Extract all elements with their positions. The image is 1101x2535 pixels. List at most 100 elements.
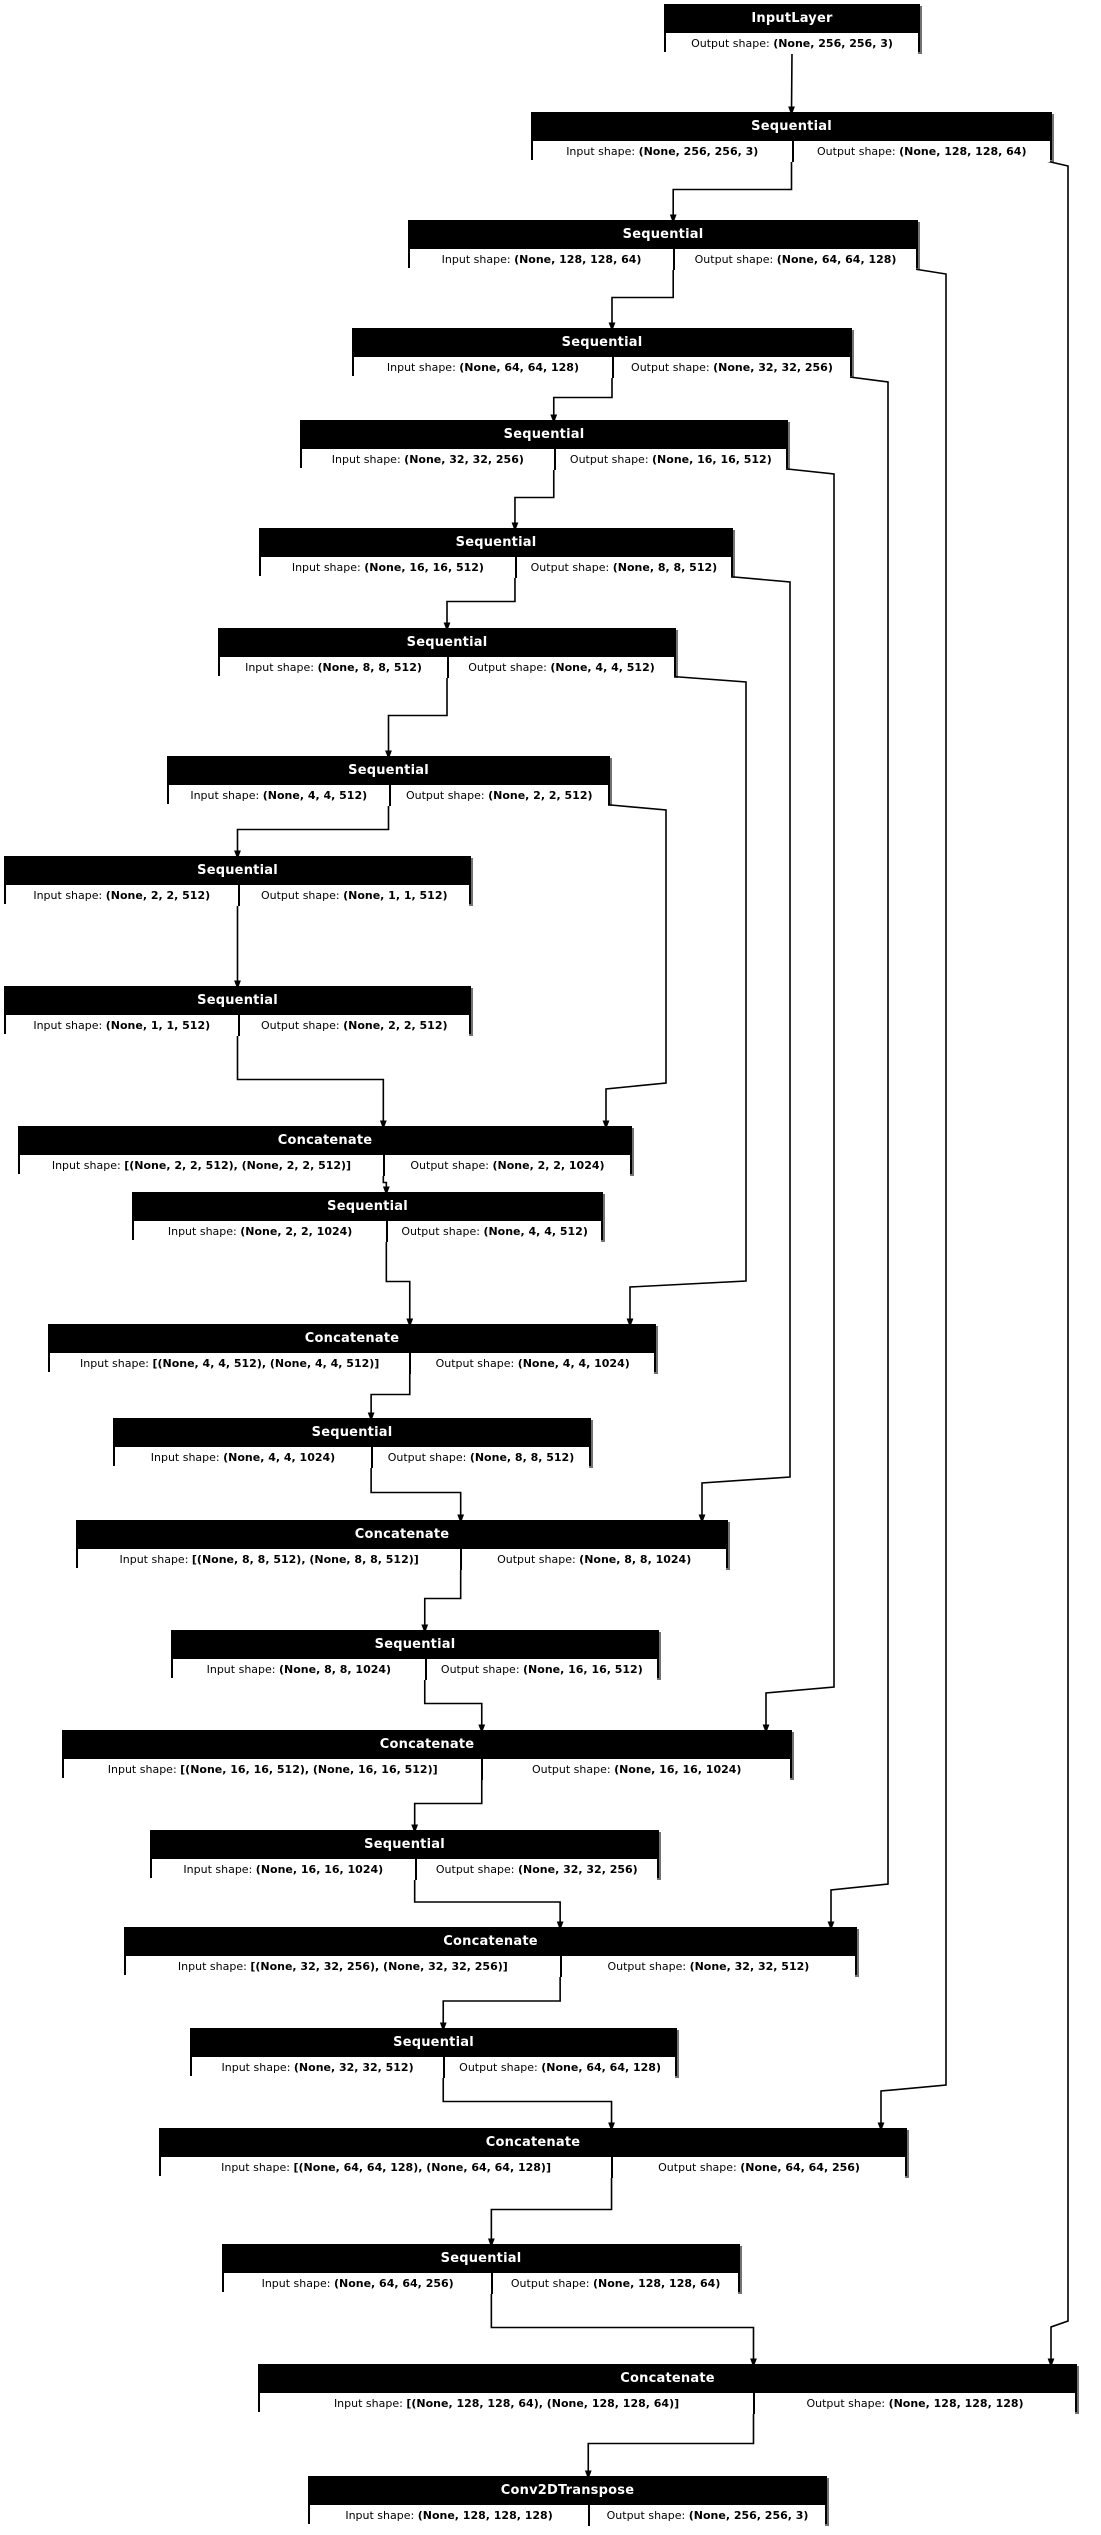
node-type-label: Concatenate [20,1128,630,1153]
edge-main [382,1174,390,1196]
input-shape-prefix: Input shape: [566,144,636,158]
node-output-shape: Output shape: (None, 4, 4, 512) [386,1220,601,1242]
node-input-shape: Input shape: (None, 16, 16, 512) [261,557,515,578]
output-shape-prefix: Output shape: [468,660,547,674]
node-output-shape: Output shape: (None, 32, 32, 256) [414,1858,657,1880]
edge-skip [698,575,791,1524]
input-shape-prefix: Input shape: [183,1862,253,1876]
input-shape-prefix: Input shape: [150,1450,220,1464]
edge-main [234,804,390,860]
node-shape-row: Input shape: (None, 8, 8, 512)Output sha… [220,654,674,678]
node-shape-row: Input shape: (None, 128, 128, 64)Output … [410,246,916,270]
node-type-label: Sequential [134,1194,601,1219]
edge-main [411,1778,483,1834]
node-shape-row: Input shape: [(None, 4, 4, 512), (None, … [50,1350,654,1374]
edge-main [442,2076,615,2132]
node-shape-row: Input shape: [(None, 16, 16, 512), (None… [64,1756,790,1780]
node-input-shape: Input shape: (None, 256, 256, 3) [533,141,792,162]
node-output-shape: Output shape: (None, 1, 1, 512) [237,884,470,906]
node-output-shape: Output shape: (None, 64, 64, 128) [443,2056,675,2078]
node-type-label: Concatenate [161,2130,905,2155]
output-shape-prefix: Output shape: [440,1662,520,1676]
edge-skip [827,375,889,1931]
edge-main [608,268,674,332]
output-shape-value: (None, 4, 4, 1024) [517,1356,630,1370]
edge-main [423,1678,486,1734]
edge-main [443,576,516,632]
node-output-shape: Output shape: (None, 2, 2, 512) [388,784,609,806]
node-shape-row: Input shape: (None, 1, 1, 512)Output sha… [6,1012,469,1036]
node-input-shape: Input shape: [(None, 64, 64, 128), (None… [161,2157,611,2178]
node-shape-row: Input shape: (None, 64, 64, 128)Output s… [354,354,850,378]
edge-main [370,1466,465,1524]
node-output-shape: Output shape: (None, 4, 4, 1024) [409,1352,654,1374]
node-shape-row: Input shape: (None, 32, 32, 256)Output s… [302,446,786,470]
node-input-shape: Input shape: [(None, 2, 2, 512), (None, … [20,1155,383,1176]
node-output-shape: Output shape: (None, 256, 256, 3) [588,2504,825,2526]
output-shape-prefix: Output shape: [410,1158,489,1172]
output-shape-value: (None, 4, 4, 512) [550,660,655,674]
input-shape-value: [(None, 8, 8, 512), (None, 8, 8, 512)] [191,1552,419,1566]
input-shape-prefix: Input shape: [206,1662,276,1676]
node-shape-row: Input shape: [(None, 2, 2, 512), (None, … [20,1152,630,1176]
node-input-shape: Input shape: (None, 128, 128, 64) [410,249,673,270]
output-shape-value: (None, 1, 1, 512) [343,888,448,902]
node-type-label: Sequential [6,858,469,883]
output-shape-value: (None, 32, 32, 512) [689,1959,810,1973]
output-shape-prefix: Output shape: [405,788,485,802]
output-shape-value: (None, 32, 32, 256) [517,1862,638,1876]
input-shape-prefix: Input shape: [221,2160,290,2174]
node-output-shape: Output shape: (None, 4, 4, 512) [447,656,674,678]
output-shape-prefix: Output shape: [510,2276,590,2290]
node-input-shape: Input shape: (None, 32, 32, 256) [302,449,554,470]
edge-main [439,1975,561,2032]
output-shape-value: (None, 64, 64, 256) [740,2160,860,2174]
input-shape-value: (None, 128, 128, 128) [417,2508,553,2522]
node-output-shape: Output shape: (None, 256, 256, 3) [666,33,918,54]
node-shape-row: Input shape: [(None, 8, 8, 512), (None, … [78,1546,726,1570]
input-shape-value: [(None, 128, 128, 64), (None, 128, 128, … [406,2396,680,2410]
input-shape-prefix: Input shape: [167,1224,237,1238]
input-shape-value: [(None, 4, 4, 512), (None, 4, 4, 512)] [152,1356,380,1370]
node-shape-row: Output shape: (None, 256, 256, 3) [666,30,918,54]
node-shape-row: Input shape: (None, 2, 2, 1024)Output sh… [134,1218,601,1242]
node-shape-row: Input shape: (None, 16, 16, 1024)Output … [152,1856,657,1880]
output-shape-value: (None, 2, 2, 512) [488,788,593,802]
input-shape-value: (None, 8, 8, 512) [317,660,422,674]
node-input-shape: Input shape: (None, 2, 2, 1024) [134,1221,386,1242]
node-shape-row: Input shape: (None, 4, 4, 1024)Output sh… [115,1444,589,1468]
edge-main [511,468,555,532]
edge-main [367,1372,411,1422]
node-type-label: Sequential [152,1832,657,1857]
output-shape-value: (None, 256, 256, 3) [773,36,893,50]
input-shape-value: (None, 32, 32, 256) [404,452,524,466]
output-shape-value: (None, 2, 2, 1024) [492,1158,605,1172]
node-output-shape: Output shape: (None, 8, 8, 512) [514,556,731,578]
node-shape-row: Input shape: (None, 8, 8, 1024)Output sh… [173,1656,657,1680]
node-shape-row: Input shape: (None, 64, 64, 256)Output s… [224,2270,738,2294]
